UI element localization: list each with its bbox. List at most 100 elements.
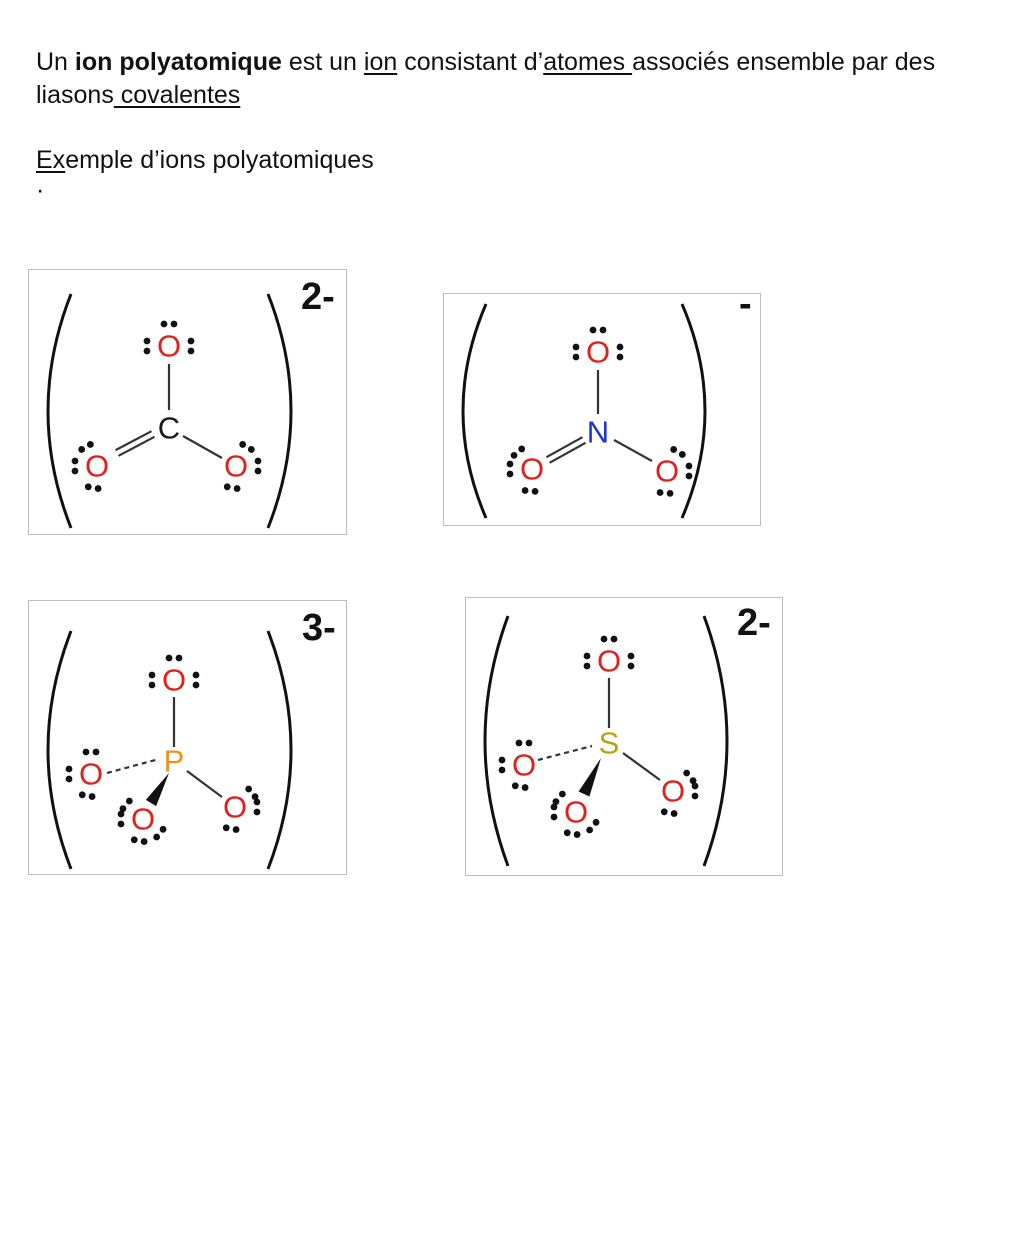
- intro-text: est un: [288, 48, 357, 76]
- lone-pair-dot: [616, 353, 624, 361]
- intro-text: associés ensemble par des liasons: [36, 48, 936, 109]
- lone-pair-dot: [525, 739, 533, 747]
- oxygen-atom: O: [564, 795, 588, 830]
- lone-pair-dot: [175, 654, 183, 662]
- intro-link-ion[interactable]: ion: [363, 48, 398, 76]
- lone-pair-dot: [666, 489, 674, 497]
- example-heading-text: emple d’ions polyatomiques: [65, 146, 374, 174]
- lone-pair-dot: [660, 808, 668, 816]
- lone-pair-dot: [223, 483, 231, 491]
- lone-pair-dot: [586, 826, 594, 834]
- double-bond: [117, 435, 156, 457]
- lone-pair-dot: [689, 777, 697, 785]
- left-bracket: [461, 303, 488, 519]
- lone-pair-dot: [65, 765, 73, 773]
- lone-pair-dot: [691, 792, 699, 800]
- lone-pair-dot: [86, 441, 94, 448]
- lone-pair-dot: [187, 337, 195, 345]
- oxygen-atom: O: [661, 774, 685, 809]
- intro-text: consistant d’: [404, 48, 544, 76]
- oxygen-atom: O: [597, 644, 621, 679]
- lone-pair-dot: [192, 681, 200, 689]
- oxygen-atom: O: [223, 790, 247, 825]
- lone-pair-dot: [251, 793, 259, 801]
- lone-pair-dot: [253, 808, 261, 816]
- lone-pair-dot: [245, 785, 253, 793]
- lone-pair-dot: [558, 790, 566, 798]
- single-bond: [186, 770, 223, 798]
- lone-pair-dot: [78, 446, 86, 453]
- lone-pair-dot: [583, 652, 591, 660]
- wedge-bond: [578, 758, 601, 797]
- bullet-dot: ·: [36, 176, 45, 204]
- lone-pair-dot: [84, 483, 92, 491]
- lone-pair-dot: [498, 756, 506, 764]
- oxygen-atom: O: [586, 335, 610, 370]
- lone-pair-dot: [685, 462, 693, 470]
- lone-pair-dot: [222, 824, 230, 832]
- lone-pair-dot: [592, 818, 600, 826]
- lone-pair-dot: [187, 347, 195, 355]
- lone-pair-dot: [627, 662, 635, 670]
- lone-pair-dot: [610, 635, 618, 643]
- charge-label: -: [739, 283, 752, 325]
- oxygen-atom: O: [224, 449, 248, 484]
- double-bond: [114, 430, 153, 452]
- oxygen-atom: O: [162, 663, 186, 698]
- oxygen-atom: O: [512, 748, 536, 783]
- example-heading: Exemple d’ions polyatomiques: [36, 144, 374, 177]
- lone-pair-dot: [670, 810, 678, 817]
- lone-pair-dot: [88, 793, 96, 800]
- lone-pair-dot: [599, 326, 607, 334]
- right-bracket: [266, 293, 293, 529]
- lone-pair-dot: [550, 813, 558, 821]
- left-bracket: [46, 293, 73, 529]
- intro-word-un: Un: [36, 48, 68, 76]
- dashed-bond: [106, 757, 160, 775]
- lone-pair-dot: [94, 485, 102, 492]
- lone-pair-dot: [148, 671, 156, 679]
- intro-link-covalentes[interactable]: covalentes: [113, 81, 241, 109]
- lone-pair-dot: [627, 652, 635, 660]
- charge-label: 3-: [302, 607, 336, 649]
- lone-pair-dot: [572, 353, 580, 361]
- right-bracket: [680, 303, 707, 519]
- central-atom: C: [158, 411, 180, 446]
- lone-pair-dot: [572, 343, 580, 351]
- single-bond: [622, 752, 661, 781]
- lone-pair-dot: [656, 489, 664, 496]
- dashed-bond: [537, 744, 593, 762]
- lone-pair-dot: [498, 766, 506, 774]
- lone-pair-dot: [515, 739, 523, 747]
- lone-pair-dot: [140, 838, 148, 845]
- lone-pair-dot: [573, 831, 581, 838]
- lone-pair-dot: [589, 326, 597, 334]
- intro-term-ion-polyatomique: ion polyatomique: [74, 48, 282, 76]
- intro-link-atomes[interactable]: atomes: [543, 48, 633, 76]
- oxygen-atom: O: [131, 802, 155, 837]
- left-bracket: [483, 615, 510, 867]
- lone-pair-dot: [521, 784, 529, 791]
- right-bracket: [266, 630, 293, 870]
- lone-pair-dot: [254, 457, 262, 465]
- example-heading-underlined: Ex: [36, 146, 66, 174]
- lone-pair-dot: [165, 654, 173, 662]
- lone-pair-dot: [600, 635, 608, 643]
- lone-pair-dot: [506, 470, 514, 478]
- central-atom: S: [599, 726, 620, 761]
- left-bracket: [46, 630, 73, 870]
- lone-pair-dot: [159, 825, 167, 833]
- lone-pair-dot: [82, 748, 90, 756]
- lone-pair-dot: [583, 662, 591, 670]
- lone-pair-dot: [563, 829, 571, 837]
- lone-pair-dot: [239, 441, 247, 448]
- lone-pair-dot: [130, 836, 138, 844]
- double-bond: [545, 436, 583, 459]
- lone-pair-dot: [683, 769, 691, 777]
- lone-pair-dot: [170, 320, 178, 328]
